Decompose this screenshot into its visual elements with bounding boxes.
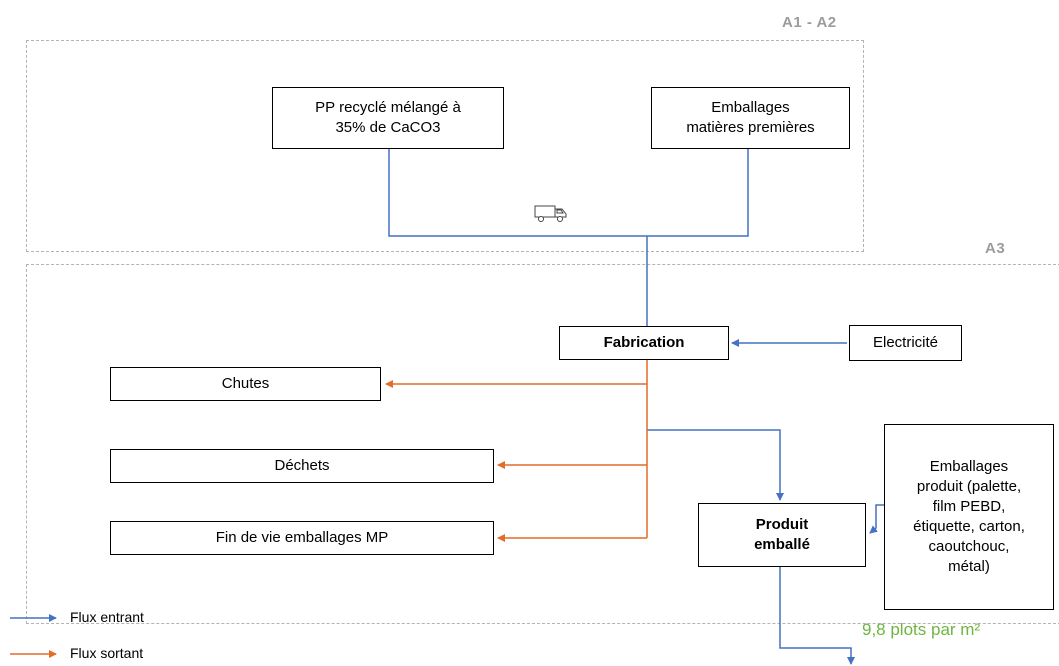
zone-a1-a2 bbox=[26, 40, 864, 252]
box-produit-emballe: Produit emballé bbox=[698, 503, 866, 567]
box-fin-de-vie-emballages-mp: Fin de vie emballages MP bbox=[110, 521, 494, 555]
box-electricite: Electricité bbox=[849, 325, 962, 361]
legend-outgoing-label: Flux sortant bbox=[70, 645, 144, 661]
box-emballages-matieres-premieres: Emballages matières premières bbox=[651, 87, 850, 149]
zone-a3 bbox=[26, 264, 1059, 624]
box-fabrication: Fabrication bbox=[559, 326, 729, 360]
zone-a1-a2-label: A1 - A2 bbox=[782, 14, 837, 31]
legend-incoming-label: Flux entrant bbox=[70, 609, 144, 625]
box-chutes: Chutes bbox=[110, 367, 381, 401]
box-pp-recycle: PP recyclé mélangé à 35% de CaCO3 bbox=[272, 87, 504, 149]
flow-emballages-to-produit bbox=[869, 504, 884, 534]
flow-produit-output bbox=[779, 567, 855, 665]
box-emballages-produit: Emballages produit (palette, film PEBD, … bbox=[884, 424, 1054, 610]
flow-fabrication-to-produit bbox=[647, 429, 784, 501]
truck-icon bbox=[534, 205, 567, 222]
flow-pp-to-fabrication bbox=[388, 149, 749, 237]
box-dechets: Déchets bbox=[110, 449, 494, 483]
output-quantity-note: 9,8 plots par m² bbox=[862, 620, 981, 639]
zone-a3-label: A3 bbox=[985, 240, 1006, 257]
